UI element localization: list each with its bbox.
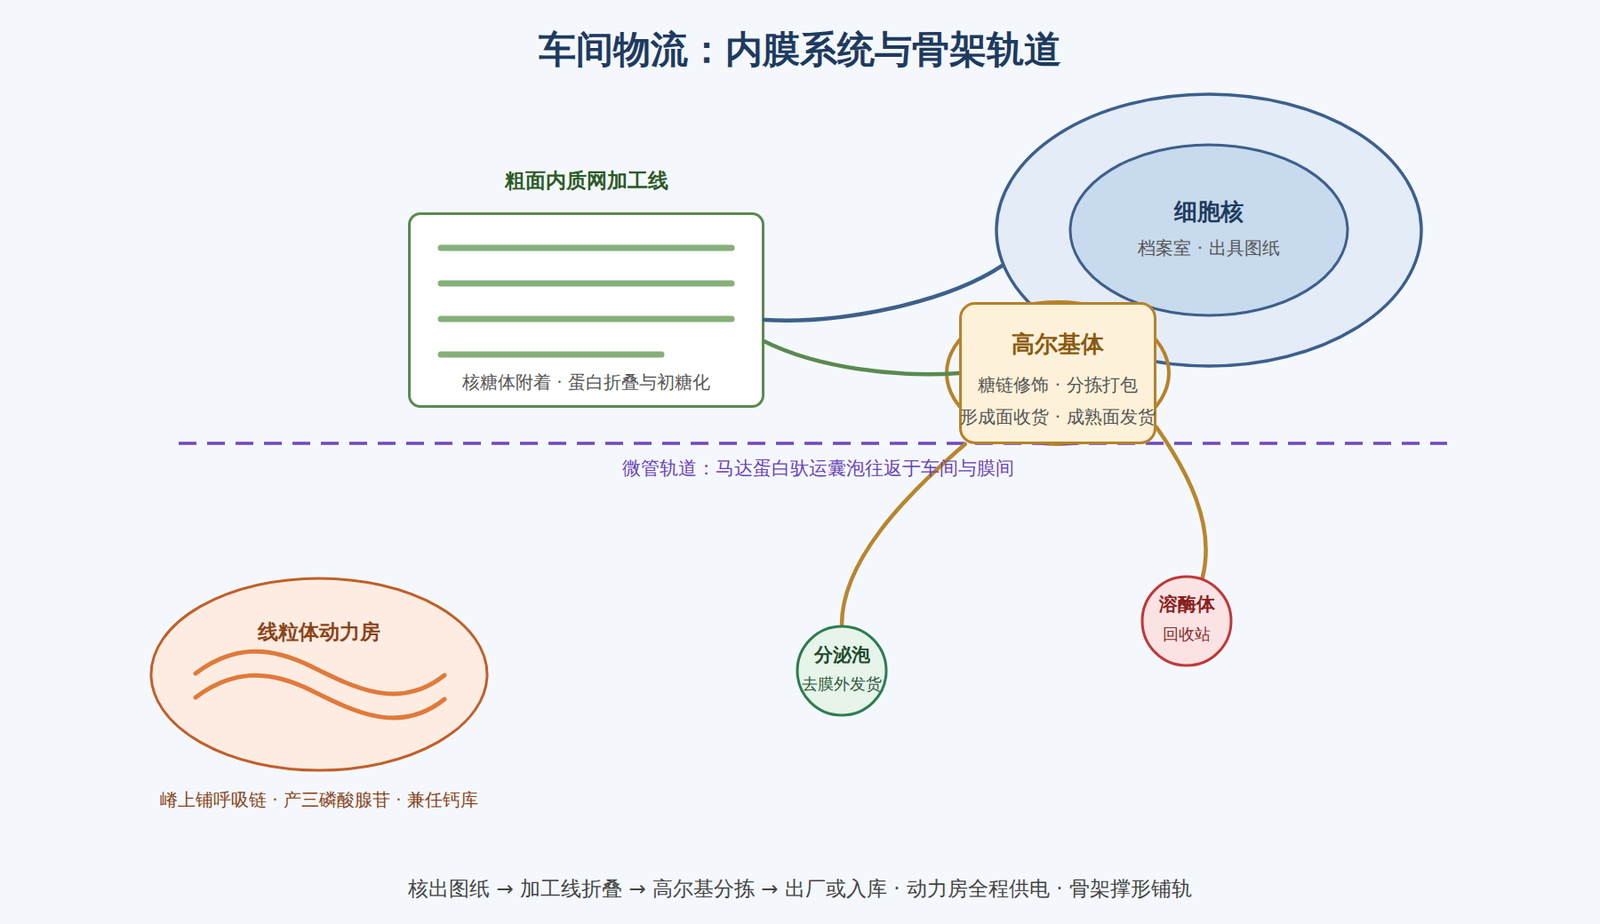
node-body: 档案室 · 出具图纸 (994, 236, 1424, 260)
node-body: 糖链修饰 · 分拣打包 (923, 373, 1192, 397)
node-body: 去膜外发货 (777, 673, 906, 695)
node-heading: 高尔基体 (923, 329, 1192, 360)
node-body: 核糖体附着 · 蛋白折叠与初糖化 (408, 370, 765, 394)
node-heading: 细胞核 (994, 197, 1424, 228)
connector (1156, 427, 1207, 578)
node-body: 回收站 (1122, 624, 1251, 645)
connector (764, 341, 960, 375)
mitochondrion-outline (151, 578, 488, 771)
nucleoplasm (1070, 144, 1348, 316)
vesicle-circle: 分泌泡去膜外发货 (795, 624, 888, 718)
diagram-caption: 核出图纸 → 加工线折叠 → 高尔基分拣 → 出厂或入库 · 动力房全程供电 ·… (177, 875, 1423, 904)
golgi-box: 高尔基体糖链修饰 · 分拣打包形成面收货 · 成熟面发货 (959, 302, 1157, 445)
mitochondrion-ellipse: 线粒体动力房嵴上铺呼吸链 · 产三磷酸腺苷 · 兼任钙库 (149, 576, 489, 773)
node-heading: 分泌泡 (777, 643, 906, 668)
vesicle-outline (797, 626, 887, 716)
lysosome-outline (1142, 576, 1232, 666)
microtubule-track (178, 441, 1448, 446)
node-heading: 粗面内质网加工线 (372, 168, 800, 195)
er-box: 粗面内质网加工线核糖体附着 · 蛋白折叠与初糖化 (408, 212, 765, 408)
track-label: 微管轨道：马达蛋白驮运囊泡往返于车间与膜间 (462, 456, 1174, 481)
node-outline (795, 624, 888, 718)
node-outline (1140, 575, 1233, 668)
node-outline (149, 576, 489, 773)
diagram-title: 车间物流：内膜系统与骨架轨道 (266, 24, 1334, 75)
node-body: 形成面收货 · 成熟面发货 (923, 405, 1192, 429)
node-body: 嵴上铺呼吸链 · 产三磷酸腺苷 · 兼任钙库 (96, 788, 543, 812)
node-heading: 线粒体动力房 (149, 619, 489, 647)
node-heading: 溶酶体 (1122, 592, 1251, 617)
lysosome-circle: 溶酶体回收站 (1140, 575, 1233, 668)
